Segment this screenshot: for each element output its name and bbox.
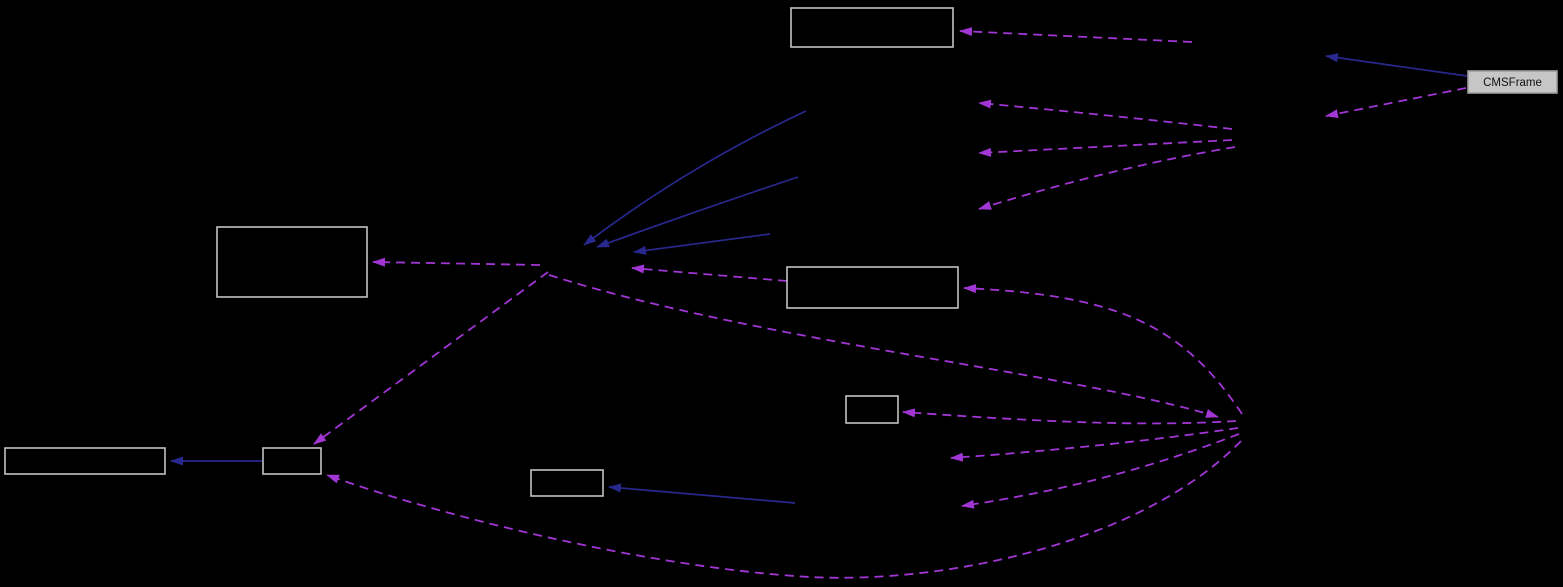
edge-use-fan-2 — [978, 139, 1233, 157]
class-box[interactable] — [845, 395, 899, 424]
edge-use-inv-mid-1 — [950, 427, 1239, 462]
class-label: CMSFrame — [1483, 77, 1542, 89]
edge-inherit-cmsframe — [1325, 53, 1468, 77]
class-box[interactable] — [786, 266, 959, 309]
class-node-small-2[interactable] — [262, 447, 322, 475]
class-node-small-1[interactable] — [845, 395, 899, 424]
edge-use-fan-1 — [978, 99, 1233, 130]
edge-inherit-hub-1 — [583, 110, 807, 246]
class-box[interactable] — [790, 7, 954, 48]
class-node-wide[interactable] — [4, 447, 166, 475]
node-layer: CMSFrame — [4, 7, 1558, 497]
class-box[interactable] — [530, 469, 604, 497]
edge-use-center-box — [963, 284, 1243, 415]
class-box[interactable] — [262, 447, 322, 475]
class-node-cmsframe: CMSFrame — [1467, 70, 1558, 94]
edge-use-fan-3 — [978, 146, 1236, 210]
edge-use-small-1 — [902, 408, 1237, 425]
edge-inherit-hub-2 — [596, 176, 799, 248]
class-node-top[interactable] — [790, 7, 954, 48]
edge-use-center-to-hub — [631, 264, 788, 282]
edge-use-left-box — [372, 257, 541, 267]
edge-use-small2-bottom — [326, 440, 1242, 579]
edge-inherit-small-3 — [608, 483, 796, 504]
edge-use-top-box — [959, 27, 1193, 43]
edge-use-cmsframe-out — [1325, 87, 1467, 119]
class-node-small-3[interactable] — [530, 469, 604, 497]
class-node-left[interactable] — [216, 226, 368, 298]
edge-use-small2-top — [313, 271, 549, 445]
class-box[interactable] — [216, 226, 368, 298]
edge-layer — [170, 27, 1468, 579]
class-box[interactable] — [4, 447, 166, 475]
current-class-box — [1467, 70, 1558, 94]
edge-inherit-hub-3 — [633, 233, 771, 255]
class-node-center[interactable] — [786, 266, 959, 309]
